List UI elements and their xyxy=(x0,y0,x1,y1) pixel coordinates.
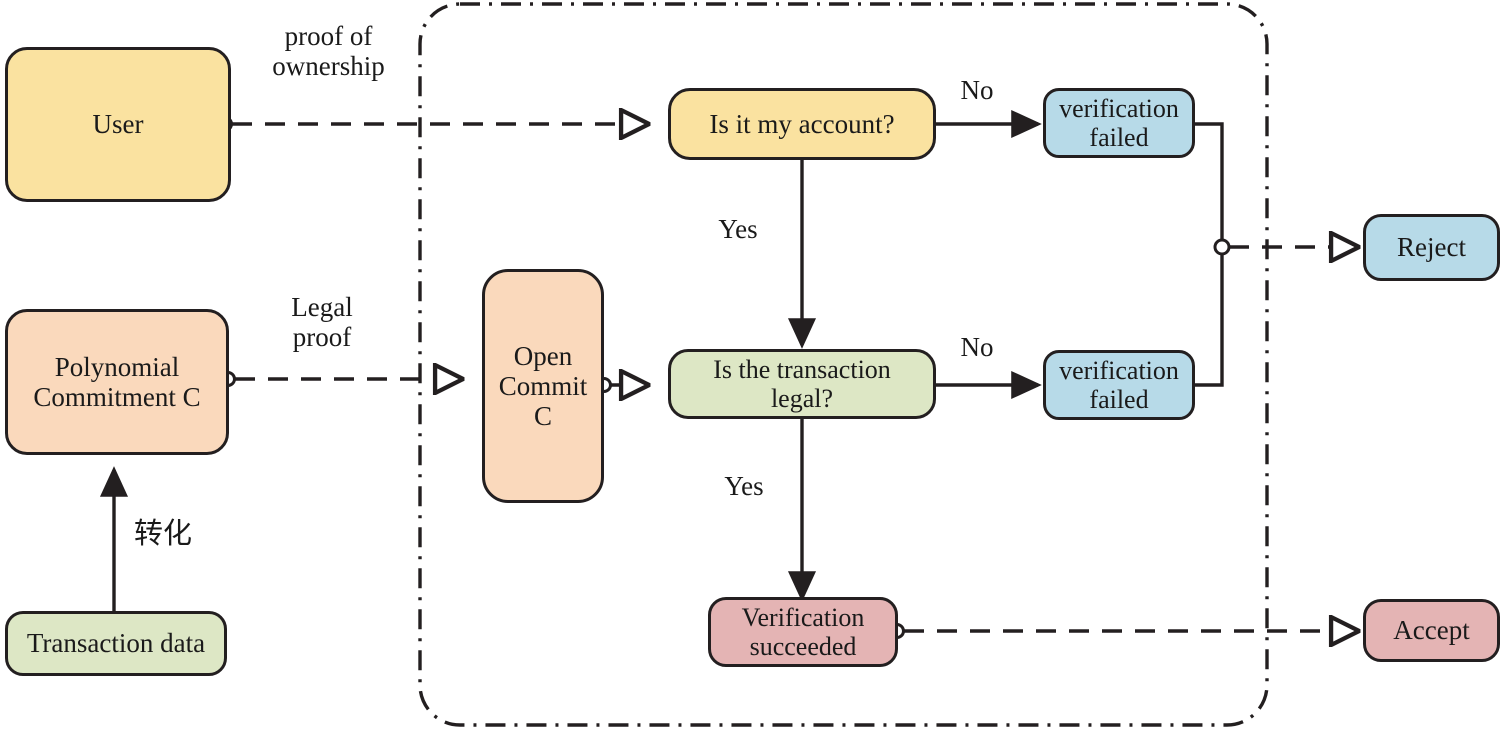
node-verification-failed-bottom-label: verification failed xyxy=(1059,355,1179,414)
node-verification-failed-bottom[interactable]: verification failed xyxy=(1043,350,1195,420)
edge-label-yes-top: Yes xyxy=(718,214,758,244)
node-verification-succeeded-label: Verification succeeded xyxy=(741,602,865,661)
node-polynomial-commitment[interactable]: Polynomial Commitment C xyxy=(5,309,229,455)
node-accept-label: Accept xyxy=(1393,615,1470,646)
node-reject-label: Reject xyxy=(1397,232,1466,263)
node-transaction-data[interactable]: Transaction data xyxy=(5,611,227,676)
edge-failed-bottom-join xyxy=(1192,247,1224,387)
edge-label-conversion: 转化 xyxy=(134,516,193,550)
edge-label-no-top: No xyxy=(960,75,994,105)
node-is-my-account[interactable]: Is it my account? xyxy=(668,88,936,160)
edge-failed-top-join xyxy=(1192,122,1224,247)
edge-label-yes-bottom: Yes xyxy=(724,471,764,501)
edge-label-legal-proof: Legal proof xyxy=(291,292,353,352)
node-user-label: User xyxy=(92,109,144,140)
node-open-commit-label: Open Commit C xyxy=(498,340,588,432)
node-is-transaction-legal[interactable]: Is the transaction legal? xyxy=(668,349,936,419)
node-verification-succeeded[interactable]: Verification succeeded xyxy=(708,597,898,667)
node-is-my-account-label: Is it my account? xyxy=(709,108,895,139)
node-is-transaction-legal-label: Is the transaction legal? xyxy=(713,354,891,413)
node-open-commit[interactable]: Open Commit C xyxy=(482,269,604,503)
edge-label-no-bottom: No xyxy=(960,332,994,362)
node-verification-failed-top-label: verification failed xyxy=(1059,93,1179,152)
node-user[interactable]: User xyxy=(5,47,231,202)
edge-label-proof-of-ownership: proof of ownership xyxy=(272,21,385,81)
node-accept[interactable]: Accept xyxy=(1363,599,1500,662)
node-polynomial-commitment-label: Polynomial Commitment C xyxy=(33,351,201,412)
node-verification-failed-top[interactable]: verification failed xyxy=(1043,88,1195,158)
node-transaction-data-label: Transaction data xyxy=(26,628,206,659)
port-reject-junction xyxy=(1213,238,1231,256)
node-reject[interactable]: Reject xyxy=(1363,214,1500,281)
